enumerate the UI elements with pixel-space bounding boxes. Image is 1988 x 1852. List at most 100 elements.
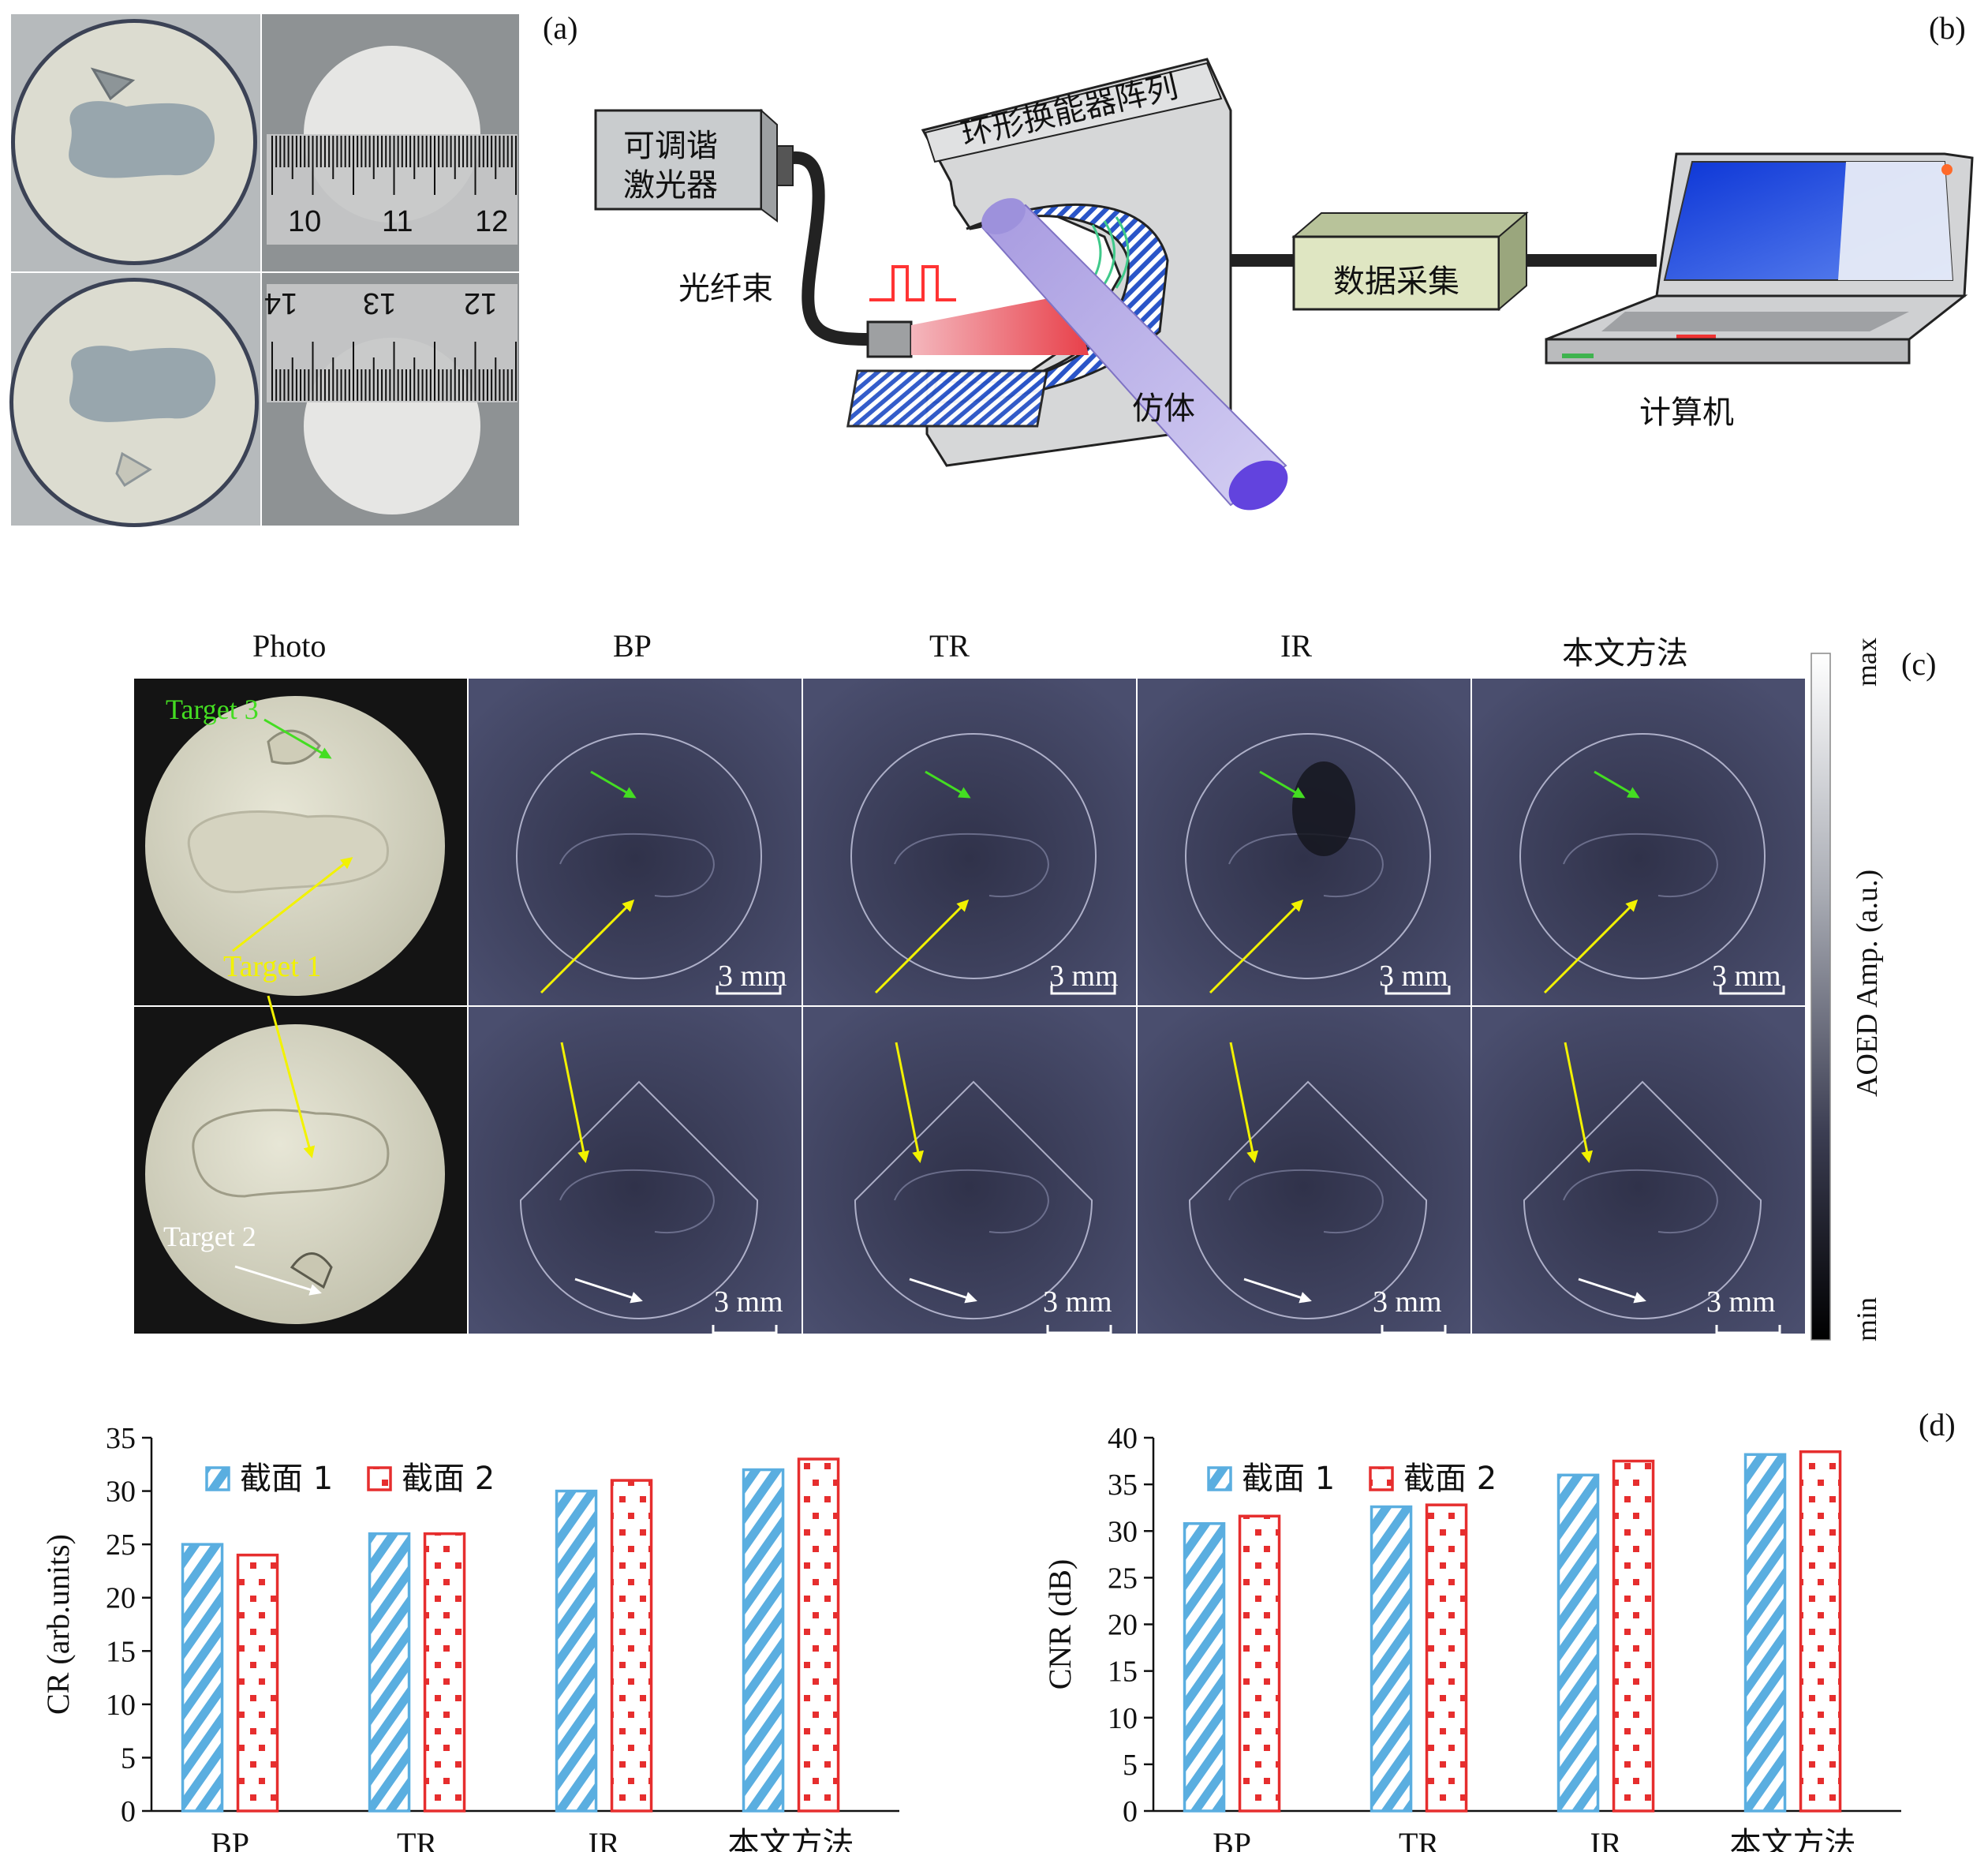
bar-2-IR bbox=[1612, 1459, 1655, 1813]
recon-boundary bbox=[1185, 733, 1431, 979]
panel-a bbox=[9, 14, 519, 527]
target2-arrow bbox=[1578, 1278, 1646, 1304]
panel-label-c: (c) bbox=[1901, 646, 1937, 682]
y-tick-label: 25 bbox=[106, 1528, 136, 1562]
scale-bar bbox=[1046, 1325, 1112, 1334]
bar-1-BP bbox=[181, 1543, 224, 1813]
recon-boundary bbox=[850, 733, 1097, 979]
photo-target1-arrow-1 bbox=[232, 857, 353, 952]
photo-target1-outline bbox=[187, 810, 389, 894]
y-tick-label: 20 bbox=[106, 1582, 136, 1615]
scale-bar-label-tr-2: 3 mm bbox=[1043, 1285, 1112, 1319]
legend-label: 截面 1 bbox=[240, 1461, 333, 1497]
computer-label: 计算机 bbox=[1639, 395, 1734, 431]
target1-arrow bbox=[560, 1042, 590, 1163]
scale-bar-label-bp-1: 3 mm bbox=[718, 960, 787, 993]
panel-label-b: (b) bbox=[1929, 10, 1966, 46]
scale-bar bbox=[1715, 1325, 1781, 1334]
scale-bar bbox=[1381, 1325, 1447, 1334]
panel-label-a: (a) bbox=[543, 10, 578, 46]
recon-tile-tr-1 bbox=[803, 679, 1136, 1005]
fiber-end bbox=[866, 320, 913, 358]
target2-arrow bbox=[909, 1278, 977, 1304]
target2-label: Target 2 bbox=[163, 1221, 256, 1252]
daq-box bbox=[1292, 235, 1500, 311]
pulse-icon bbox=[869, 265, 956, 301]
bar-2-TR bbox=[1425, 1503, 1468, 1813]
x-tick-label: TR bbox=[397, 1826, 437, 1852]
y-tick-label: 25 bbox=[1108, 1562, 1138, 1595]
target3-arrow bbox=[925, 770, 971, 799]
target1-arrow bbox=[1229, 1042, 1259, 1163]
bar-1-TR bbox=[368, 1532, 411, 1813]
y-tick-label: 15 bbox=[106, 1635, 136, 1668]
ruler-top-label-10: 10 bbox=[288, 205, 322, 238]
col-header-tr: TR bbox=[929, 628, 970, 664]
recon-tile-ours-1 bbox=[1472, 679, 1805, 1005]
laser-beam bbox=[911, 294, 1089, 355]
x-tick-label: IR bbox=[1590, 1826, 1622, 1852]
ruler-bottom-ticks bbox=[271, 342, 517, 401]
bar-2-本文方法 bbox=[1799, 1450, 1842, 1813]
phantom-end bbox=[1228, 460, 1288, 511]
bar-2-BP bbox=[236, 1553, 279, 1813]
bar-1-IR bbox=[555, 1489, 598, 1813]
bar-2-BP bbox=[1238, 1514, 1281, 1813]
y-tick-label: 35 bbox=[1108, 1469, 1138, 1502]
recon-boundary bbox=[1519, 733, 1766, 979]
legend-label: 截面 1 bbox=[1242, 1461, 1335, 1497]
colorbar-title: AOED Amp. (a.u.) bbox=[1851, 869, 1884, 1097]
y-tick-label: 35 bbox=[106, 1422, 136, 1455]
render-top-target1 bbox=[69, 101, 215, 178]
x-tick-label: TR bbox=[1399, 1826, 1439, 1852]
bar-1-本文方法 bbox=[742, 1468, 785, 1813]
render-top-target3 bbox=[90, 67, 136, 101]
target1-arrow bbox=[540, 899, 635, 994]
scale-bar-label-ir-2: 3 mm bbox=[1373, 1285, 1442, 1319]
y-tick-label: 5 bbox=[1123, 1749, 1138, 1782]
target1-arrow bbox=[1209, 899, 1304, 994]
x-tick-label: BP bbox=[1213, 1826, 1251, 1852]
legend-swatch bbox=[367, 1466, 392, 1491]
laser-label-line1: 可调谐 bbox=[623, 128, 718, 164]
scale-bar bbox=[1719, 986, 1785, 995]
scale-bar-label-ours-2: 3 mm bbox=[1706, 1285, 1776, 1319]
col-header-ours: 本文方法 bbox=[1562, 635, 1688, 672]
scale-bar-label-ir-1: 3 mm bbox=[1379, 960, 1448, 993]
y-axis-label: CR (arb.units) bbox=[40, 1534, 76, 1715]
y-tick-label: 40 bbox=[1108, 1422, 1138, 1455]
legend-swatch bbox=[205, 1466, 230, 1491]
render-bottom-target2 bbox=[115, 451, 152, 488]
target1-label: Target 1 bbox=[223, 950, 322, 983]
bar-1-IR bbox=[1556, 1473, 1600, 1813]
y-tick-label: 10 bbox=[1108, 1702, 1138, 1735]
bar-1-TR bbox=[1370, 1505, 1413, 1813]
x-tick-label: IR bbox=[589, 1826, 620, 1852]
laser-port bbox=[776, 145, 794, 186]
y-tick-label: 5 bbox=[121, 1742, 136, 1775]
panel-c bbox=[134, 653, 1831, 1341]
bar-2-TR bbox=[423, 1532, 466, 1813]
scale-bar-label-bp-2: 3 mm bbox=[714, 1285, 783, 1319]
panel-b bbox=[594, 58, 1974, 511]
y-tick-label: 30 bbox=[1108, 1515, 1138, 1548]
target1-arrow bbox=[895, 1042, 925, 1163]
photo-disc-2 bbox=[145, 1024, 445, 1324]
target3-arrow bbox=[1594, 770, 1640, 799]
colorbar-max: max bbox=[1851, 638, 1882, 687]
transducer-lower bbox=[846, 369, 1048, 428]
panel-label-d: (d) bbox=[1919, 1407, 1956, 1442]
col-header-bp: BP bbox=[613, 628, 652, 664]
y-tick-label: 20 bbox=[1108, 1609, 1138, 1642]
recon-tile-bp-1 bbox=[469, 679, 802, 1005]
photo-target3-arrow bbox=[263, 718, 332, 759]
bar-2-IR bbox=[610, 1479, 653, 1813]
bar-2-本文方法 bbox=[797, 1457, 840, 1813]
recon-boundary bbox=[519, 1080, 759, 1319]
render-bottom-target1 bbox=[69, 346, 216, 422]
ruler-bottom-label-12: 12 bbox=[464, 286, 498, 320]
legend-label: 截面 2 bbox=[1403, 1461, 1497, 1497]
photo-target1-arrow-2 bbox=[267, 995, 316, 1158]
